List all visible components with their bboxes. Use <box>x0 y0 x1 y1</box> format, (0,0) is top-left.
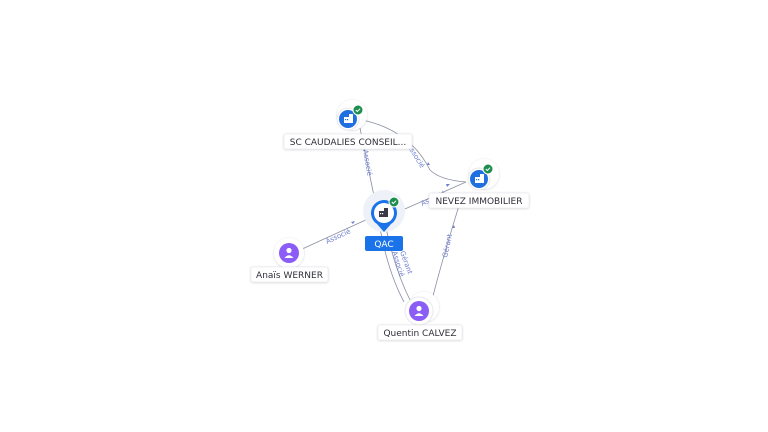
building-icon <box>475 174 484 183</box>
person-icon <box>284 247 294 258</box>
arrow-head <box>452 225 455 228</box>
edge-arrows <box>351 162 455 228</box>
node-anais-werner[interactable]: Anaïs WERNER <box>250 238 329 283</box>
node-label-box <box>428 192 530 209</box>
arrow-head <box>446 184 450 187</box>
node-label-box <box>283 133 413 150</box>
node-label: SC CAUDALIES CONSEIL... <box>290 138 407 148</box>
edge-quentin-qac-1 <box>385 227 411 301</box>
node-label-box <box>377 324 463 341</box>
node-label: Anaïs WERNER <box>256 271 323 281</box>
focus-label-box <box>365 236 403 251</box>
edge-anais-qac <box>299 217 371 251</box>
node-nevez-immobilier[interactable]: NEVEZ IMMOBILIER <box>428 159 530 209</box>
edges <box>299 119 467 303</box>
node-sc-caudalies[interactable]: SC CAUDALIES CONSEIL... <box>283 100 413 150</box>
node-qac[interactable]: QAC <box>363 190 405 251</box>
arrow-head <box>427 162 430 165</box>
edge-label-quentin-nevez: Gérant <box>441 233 454 258</box>
check-icon <box>355 108 361 113</box>
node-label: Quentin CALVEZ <box>383 329 456 339</box>
person-icon <box>414 305 424 316</box>
check-icon <box>391 200 397 205</box>
edge-quentin-nevez <box>431 195 463 301</box>
check-icon <box>485 167 491 172</box>
building-icon <box>379 208 388 217</box>
verified-badge-icon <box>352 104 364 116</box>
verified-badge-icon <box>388 196 400 208</box>
edge-label-anais-qac: Associé <box>324 227 351 245</box>
node-label: NEVEZ IMMOBILIER <box>436 197 523 207</box>
edge-label-sc-qac: Associé <box>361 149 373 176</box>
verified-badge-icon <box>482 163 494 175</box>
node-quentin-calvez[interactable]: Quentin CALVEZ <box>377 292 463 341</box>
arrow-head <box>351 221 355 224</box>
building-icon <box>344 114 353 123</box>
node-label: QAC <box>374 240 393 250</box>
edge-sc-nevez <box>361 119 467 183</box>
node-label-box <box>250 266 329 283</box>
